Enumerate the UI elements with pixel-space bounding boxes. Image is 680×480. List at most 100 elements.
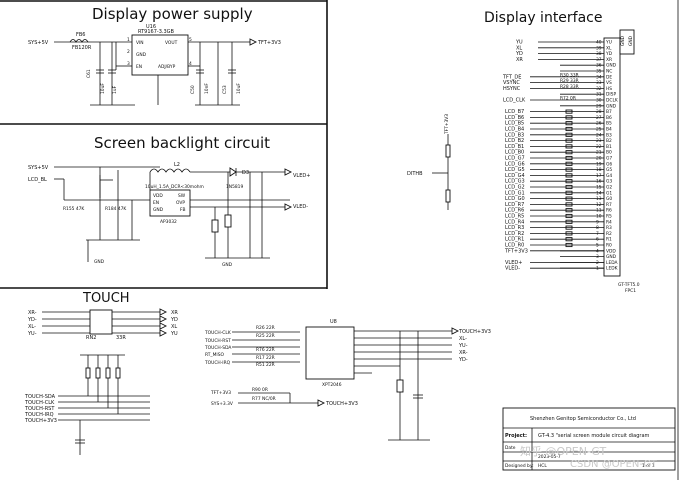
fpc-pin-23: B2 — [606, 138, 612, 144]
ap3032-vdd: VDD — [153, 193, 163, 199]
rn2-right-1: YD — [170, 317, 178, 323]
display-data-net: LCD_R6 — [505, 208, 524, 214]
inductor-ref: L2 — [174, 162, 180, 168]
touch-mid-net-1: TOUCH-RST — [204, 338, 231, 344]
display-data-net: LCD_B1 — [505, 144, 524, 150]
fpc-part: GT-TFT5.0 — [618, 282, 640, 288]
xpt2046-chip: U8 XPT2046 — [305, 319, 355, 388]
touch-right-net-1: XL- — [459, 336, 467, 342]
zhihu-watermark: 知乎 @OPEN-GT — [520, 444, 606, 458]
display-data-net: LCD_R7 — [505, 202, 524, 208]
touch-res-r77: R77 NC/0R — [252, 396, 276, 402]
xpt2046-ref: U8 — [330, 319, 337, 325]
fpc-pin-number: 35 — [596, 69, 602, 75]
dithb-divider: TFT+3V3 DITHB — [407, 114, 451, 210]
rn2-right-2: XL — [171, 324, 177, 330]
fpc-pin-number: 5 — [596, 243, 599, 249]
ap3032-en: EN — [153, 200, 159, 206]
fpc-pin-number: 31 — [596, 92, 602, 98]
cap-c50: C50 — [190, 85, 196, 94]
fpc-pin-24: B3 — [606, 132, 612, 138]
fpc-pin-35: NC — [606, 69, 612, 75]
ldo-pin-num-1: 1 — [127, 37, 130, 43]
display-touch-net: XL — [516, 45, 522, 51]
fpc-pin-5: R0 — [606, 243, 612, 249]
fpc-pin-28: B7 — [606, 109, 612, 115]
fpc-pin-12: R7 — [606, 202, 612, 208]
display-data-net: LCD_B5 — [505, 121, 524, 127]
fpc-pin-number: 27 — [596, 115, 602, 121]
fpc-pin-number: 16 — [596, 179, 602, 185]
bl-input-net: SYS+5V — [28, 165, 49, 171]
display-sync-res: R29 33R — [560, 78, 579, 84]
touch-mid-net-3: RT_MISO — [205, 352, 224, 358]
fpc-connector: GND GND GT-TFT5.0 FPC1 YU40XL39YD38XR37G… — [560, 29, 640, 294]
touch-left-net-2: TOUCH-RST — [24, 406, 55, 412]
display-data-net: LCD_B7 — [505, 109, 524, 115]
xpt2046-part: XPT2046 — [322, 382, 342, 388]
ldo-pin-num-3: 3 — [127, 61, 130, 67]
display-data-net: LCD_R0 — [505, 243, 524, 249]
fpc-pin-number: 22 — [596, 144, 602, 150]
ldo-pin-gnd: GND — [136, 52, 147, 58]
fpc-ref: FPC1 — [625, 288, 636, 294]
company-name: Shenzhen Genitop Semiconductor Co., Ltd — [530, 416, 636, 422]
fpc-pin-17: G4 — [606, 173, 612, 179]
touch-right-net-4: YD- — [458, 357, 468, 363]
ldo-pin-en: EN — [136, 64, 142, 70]
touch-res-r90: R90 0R — [252, 387, 268, 393]
vled-plus-net: VLED+ — [293, 173, 310, 179]
fpc-pin-number: 36 — [596, 63, 602, 69]
sheet-number: 1 of 1 — [642, 463, 655, 469]
fpc-pins: YU40XL39YD38XR37GND36NC35DE34VS33HS32DIS… — [560, 40, 618, 272]
fpc-pin-30: DCLK — [606, 98, 618, 104]
fpc-pin-number: 15 — [596, 185, 602, 191]
rn2-ref: RN2 — [86, 335, 96, 341]
touch-left-net-4: TOUCH+3V3 — [24, 418, 57, 424]
fpc-pin-9: R4 — [606, 219, 612, 225]
touch-left-net-0: TOUCH-SDA — [24, 394, 56, 400]
fpc-pin-number: 9 — [596, 219, 599, 225]
fpc-pin-1: LEDK — [606, 266, 618, 272]
display-data-net: LCD_G7 — [505, 156, 525, 162]
fpc-pin-number: 25 — [596, 127, 602, 133]
fpc-pin-number: 40 — [596, 40, 602, 46]
ldo-part: RT9167-3.3GB — [138, 29, 175, 35]
touch-res-2: R76 22R — [256, 347, 275, 353]
display-data-net: LCD_R2 — [505, 231, 524, 237]
rn2-network: RN2 33R XR- YD- XL- YU- XR YD XL YU — [27, 308, 178, 341]
display-touch-net: YD — [515, 51, 523, 57]
fpc-pin-number: 23 — [596, 138, 602, 144]
fpc-pin-21: B0 — [606, 150, 612, 156]
display-data-net: LCD_B4 — [505, 127, 524, 133]
touch-res-1: R25 22R — [256, 333, 275, 339]
display-sync-res: R72 0R — [560, 96, 576, 102]
fpc-pin-19: G6 — [606, 161, 612, 167]
display-sync-net: LCD_CLK — [503, 98, 526, 104]
touch-left-net-3: TOUCH-IRQ — [24, 412, 54, 418]
display-touch-net: XR — [516, 57, 523, 63]
display-power-net: VLED- — [505, 266, 520, 272]
res-r155: R155 47K — [63, 206, 84, 212]
display-data-net: LCD_G3 — [505, 179, 525, 185]
fpc-pin-number: 33 — [596, 80, 602, 86]
rn2-left-0: XR- — [28, 310, 37, 316]
fpc-pin-number: 13 — [596, 196, 602, 202]
rn2-value: 33R — [116, 335, 126, 341]
touch-power-select: TFT+3V3 SYS+3.3V R90 0R R77 NC/0R TOUCH+… — [210, 387, 358, 407]
ap3032-chip — [149, 189, 191, 217]
display-data-net: LCD_R1 — [505, 237, 524, 243]
fpc-pin-number: 12 — [596, 202, 602, 208]
fpc-pin-number: 34 — [596, 74, 602, 80]
rn2-right-0: XR — [171, 310, 178, 316]
backlight-circuit: SYS+5V LCD_BL GND R155 47K R184 47K L2 1… — [28, 162, 310, 268]
touch-right-net-3: XR- — [459, 350, 468, 356]
touch-res-4: R51 22R — [256, 362, 275, 368]
fpc-pin-34: DE — [606, 74, 612, 80]
fpc-pin-number: 3 — [596, 254, 599, 260]
display-sync-net: TFT_DE — [502, 74, 521, 80]
touch-right-nets: TOUCH+3V3 XL- YU- XR- YD- — [354, 327, 491, 441]
ap3032-gnd: GND — [153, 207, 164, 213]
